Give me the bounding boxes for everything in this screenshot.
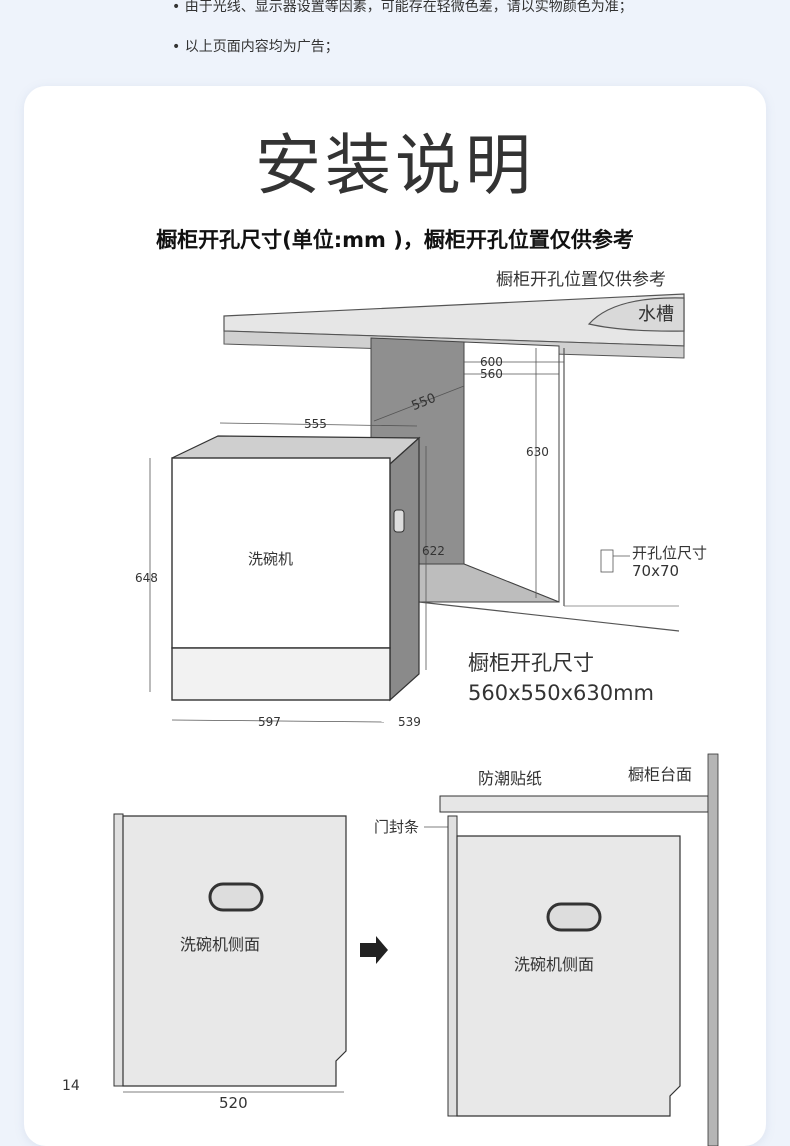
sink-label: 水槽 <box>638 304 674 325</box>
page-subtitle: 橱柜开孔尺寸(单位:mm )，橱柜开孔位置仅供参考 <box>156 228 634 252</box>
hole-size-label: 开孔位尺寸 <box>632 544 707 562</box>
side-install-diagram: 洗碗机侧面 14 520 橱柜台面 防潮贴纸 门封条 洗碗机侧面 <box>62 753 719 1146</box>
moisture-sticker-label: 防潮贴纸 <box>478 769 542 788</box>
note-ad: • 以上页面内容均为广告； <box>172 39 339 55</box>
cabinet-hole-title: 橱柜开孔尺寸 <box>468 651 594 675</box>
dim-14: 14 <box>62 1078 80 1094</box>
dim-600: 600 <box>480 355 503 369</box>
cabinet-hole-value: 560x550x630mm <box>468 681 654 705</box>
left-handle <box>208 882 264 912</box>
sink-shape <box>587 297 685 332</box>
countertop-label: 橱柜台面 <box>628 765 692 784</box>
install-diagram: 水槽 橱柜开孔位置仅供参考 600 560 550 630 开孔位尺寸 70x7… <box>62 270 719 1146</box>
note-color: • 由于光线、显示器设置等因素，可能存在轻微色差，请以实物颜色为准； <box>172 0 633 15</box>
hole-size-value: 70x70 <box>632 562 679 580</box>
dishwasher-plinth <box>171 647 391 701</box>
cabinet-diagram: 水槽 橱柜开孔位置仅供参考 600 560 550 630 开孔位尺寸 70x7… <box>135 270 707 729</box>
countertop-slab <box>439 795 709 813</box>
right-side-panel <box>456 835 681 1117</box>
ref-note: 橱柜开孔位置仅供参考 <box>496 270 666 290</box>
dim-550-line <box>373 385 465 422</box>
dim-630: 630 <box>526 445 549 459</box>
page-title: 安装说明 <box>255 127 535 204</box>
arrow-right-icon <box>360 936 388 964</box>
right-door-strip <box>447 815 458 1117</box>
dishwasher-front <box>171 457 391 649</box>
dim-648: 648 <box>135 571 158 585</box>
cabinet-base <box>418 601 680 632</box>
dim-555: 555 <box>304 417 327 431</box>
hole-marker <box>600 549 614 573</box>
dim-539: 539 <box>398 715 421 729</box>
right-side-label: 洗碗机侧面 <box>514 955 594 974</box>
dishwasher-side <box>389 436 420 702</box>
install-card: 安装说明 橱柜开孔尺寸(单位:mm )，橱柜开孔位置仅供参考 水槽 橱柜开孔位置… <box>24 86 766 1146</box>
cabinet-hole-right <box>463 341 560 603</box>
dim-597: 597 <box>258 715 281 729</box>
left-door-strip <box>113 813 124 1087</box>
dim-560: 560 <box>480 367 503 381</box>
dishwasher-label: 洗碗机 <box>248 550 293 568</box>
right-handle <box>546 902 602 932</box>
left-side-label: 洗碗机侧面 <box>180 935 260 954</box>
wall-hatch <box>707 753 719 1146</box>
dim-622: 622 <box>422 544 445 558</box>
dim-555-line <box>219 422 418 427</box>
dishwasher-handle <box>393 509 405 533</box>
left-side-panel <box>122 815 347 1087</box>
door-seal-label: 门封条 <box>374 818 419 836</box>
dim-597-line <box>171 719 385 723</box>
dim-520: 520 <box>219 1094 248 1112</box>
